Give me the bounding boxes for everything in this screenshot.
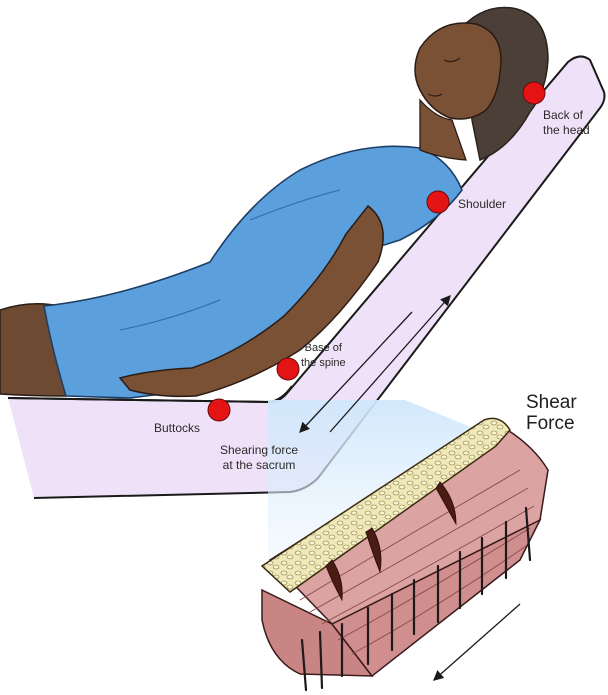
label-shearing-force: Shearing force at the sacrum xyxy=(220,443,298,473)
pressure-point-back-of-head xyxy=(523,82,545,104)
pressure-point-shoulder xyxy=(427,191,449,213)
pressure-point-buttocks xyxy=(208,399,230,421)
label-base-of-spine: Base of the spine xyxy=(301,341,346,371)
label-back-of-head: Back of the head xyxy=(543,108,590,138)
label-buttocks: Buttocks xyxy=(154,421,200,436)
head xyxy=(415,23,501,119)
pressure-point-base-of-spine xyxy=(277,358,299,380)
label-shoulder: Shoulder xyxy=(458,197,506,212)
shear-force-title: Shear Force xyxy=(526,392,577,434)
